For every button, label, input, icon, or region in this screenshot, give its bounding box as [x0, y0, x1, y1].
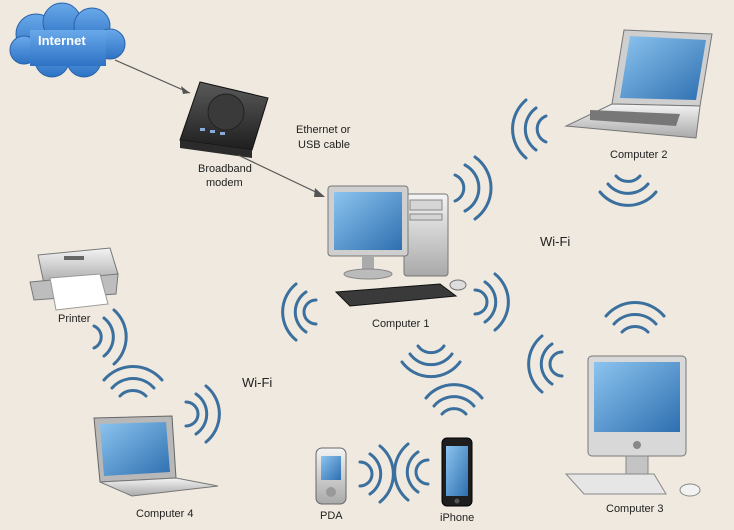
computer-2-laptop-icon	[564, 29, 713, 139]
wifi-signal-printer-icon	[92, 308, 128, 366]
internet-modem-link	[114, 59, 191, 94]
wifi-signal-pda-icon	[358, 444, 395, 504]
pda-icon	[315, 447, 347, 505]
computer-3-label: Computer 3	[606, 503, 663, 515]
modem-label-line2: modem	[206, 177, 243, 189]
wifi-signal-computer-1-icon	[281, 155, 510, 379]
wifi-label-left: Wi-Fi	[242, 375, 272, 390]
computer-1-label: Computer 1	[372, 318, 429, 330]
iphone-label: iPhone	[440, 512, 474, 524]
pda-label: PDA	[320, 510, 343, 522]
iphone-icon	[441, 437, 473, 507]
wifi-signal-computer-2-icon	[511, 98, 658, 207]
printer-icon	[29, 247, 119, 311]
modem-label-line1: Broadband	[198, 163, 252, 175]
wifi-signal-iphone-icon	[393, 383, 484, 502]
computer-1-desktop-icon	[327, 185, 467, 307]
computer-2-label: Computer 2	[610, 149, 667, 161]
internet-label: Internet	[38, 33, 86, 48]
cable-label-line2: USB cable	[298, 139, 350, 151]
cable-label-line1: Ethernet or	[296, 124, 351, 136]
printer-label: Printer	[58, 313, 91, 325]
computer-4-label: Computer 4	[136, 508, 193, 520]
modem-icon	[179, 81, 269, 158]
wifi-signal-computer-4-icon	[102, 365, 221, 444]
wifi-signal-computer-3-icon	[527, 301, 666, 394]
computer-3-imac-icon	[564, 355, 701, 497]
computer-4-laptop-icon	[93, 415, 219, 497]
ethernet-cable-link	[237, 154, 323, 196]
wifi-label-right: Wi-Fi	[540, 234, 570, 249]
internet-cloud-icon	[9, 2, 126, 78]
arrowhead-icon	[181, 86, 190, 94]
arrowhead-icon	[314, 188, 325, 197]
